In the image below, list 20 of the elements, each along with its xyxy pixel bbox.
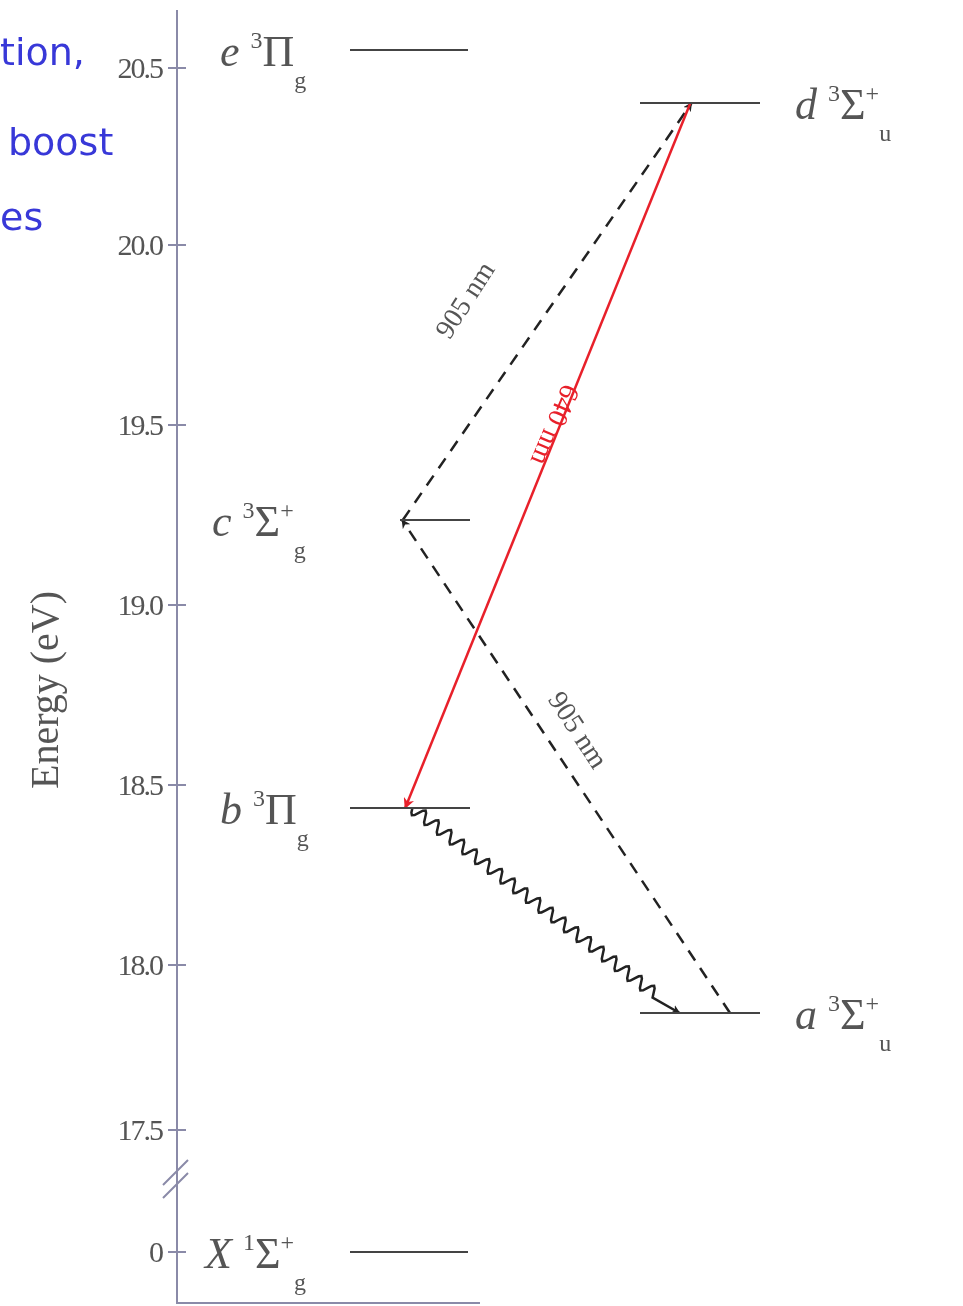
- tick-label: 17.5: [116, 1113, 162, 1147]
- tick-label: 0: [148, 1235, 162, 1269]
- tick-label: 18.0: [116, 948, 162, 982]
- dashed-arrow: [401, 102, 693, 521]
- transition-arrow: [403, 102, 692, 809]
- note-text: tion,: [0, 30, 85, 74]
- tick-label: 18.5: [116, 768, 162, 802]
- note-text: boost: [8, 120, 114, 164]
- edge-label: 905 nm: [430, 256, 500, 344]
- level-label: b $^{3}$Π$_{g}$: [220, 786, 309, 850]
- tick-label: 19.5: [116, 408, 162, 442]
- wavy-arrow: [410, 807, 681, 1015]
- level-label: e $^{3}$Π$_{g}$: [220, 28, 307, 92]
- tick-label: 19.0: [116, 588, 162, 622]
- note-text: es: [0, 195, 44, 239]
- edge-label: 905 nm: [543, 686, 613, 774]
- tick-label: 20.5: [116, 51, 162, 85]
- tick-label: 20.0: [116, 228, 162, 262]
- axis-title: Energy (eV): [25, 590, 65, 790]
- dashed-arrow: [401, 519, 732, 1014]
